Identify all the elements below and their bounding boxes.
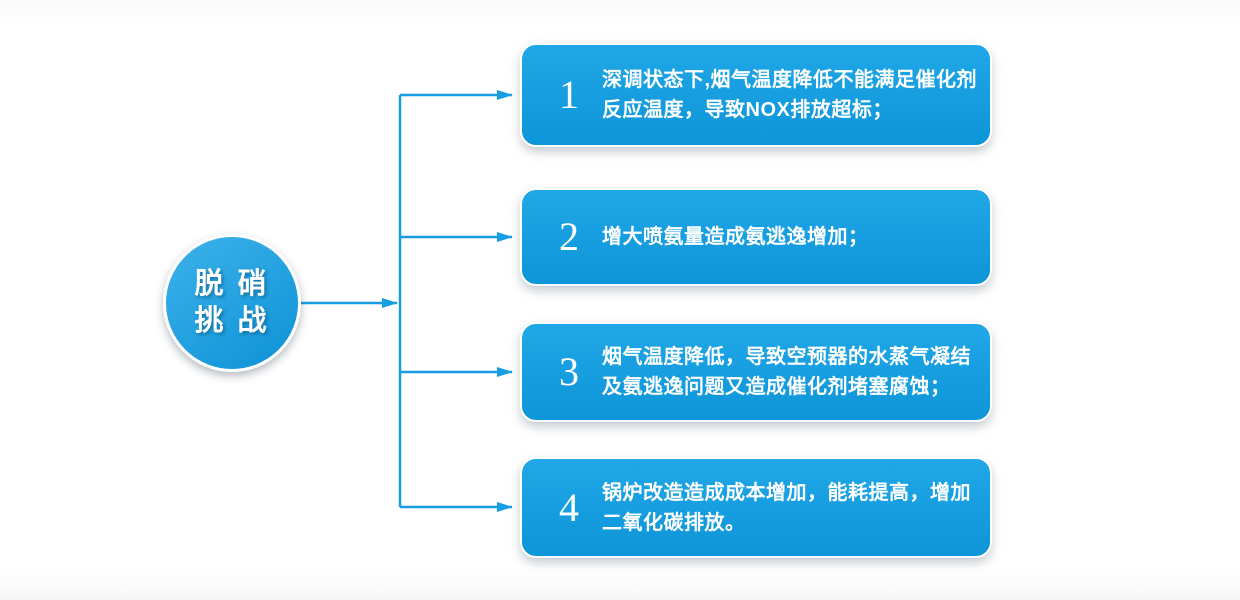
challenge-card-2: 2 增大喷氨量造成氨逃逸增加； <box>520 188 992 286</box>
card-text: 深调状态下,烟气温度降低不能满足催化剂 反应温度，导致NOX排放超标； <box>602 69 978 121</box>
card-text: 锅炉改造造成成本增加，能耗提高，增加 二氧化碳排放。 <box>602 481 971 534</box>
card-number: 2 <box>559 214 579 259</box>
card-text: 增大喷氨量造成氨逃逸增加； <box>602 226 869 248</box>
card-number: 1 <box>559 72 579 117</box>
challenge-card-1: 1 深调状态下,烟气温度降低不能满足催化剂 反应温度，导致NOX排放超标； <box>520 43 992 147</box>
card-number: 3 <box>559 349 579 394</box>
card-text: 烟气温度降低，导致空预器的水蒸气凝结 及氨逃逸问题又造成催化剂堵塞腐蚀； <box>602 346 971 398</box>
challenge-card-3: 3 烟气温度降低，导致空预器的水蒸气凝结 及氨逃逸问题又造成催化剂堵塞腐蚀； <box>520 322 992 422</box>
hub-circle: 脱 硝 挑 战 <box>163 234 301 372</box>
hub-label: 脱 硝 挑 战 <box>194 268 270 337</box>
challenge-card-4: 4 锅炉改造造成成本增加，能耗提高，增加 二氧化碳排放。 <box>520 457 992 558</box>
card-number: 4 <box>559 484 579 530</box>
